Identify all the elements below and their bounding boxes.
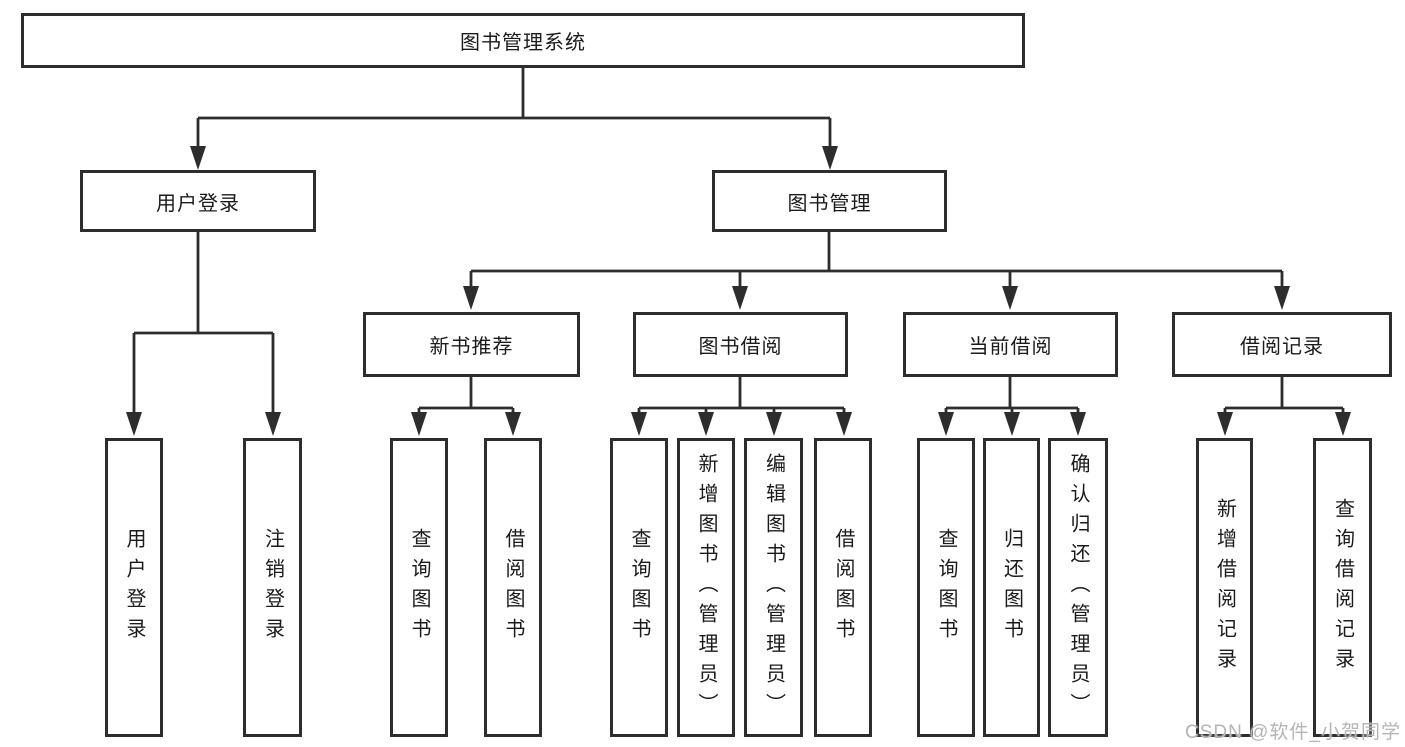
leaf-add-books-admin: 新增图书（管理员） (677, 438, 735, 737)
leaf-edit-books-admin: 编辑图书（管理员） (744, 438, 803, 737)
leaf-add-borrow-record: 新增借阅记录 (1196, 438, 1253, 737)
csdn-watermark: CSDN @软件_小贺同学 (1185, 722, 1401, 743)
leaf-query-books-current: 查询图书 (917, 438, 975, 737)
leaf-query-books-borrow: 查询图书 (610, 438, 668, 737)
node-current-borrow: 当前借阅 (903, 312, 1118, 377)
node-borrow-records: 借阅记录 (1172, 312, 1392, 377)
leaf-query-books-recommend: 查询图书 (390, 438, 448, 737)
leaf-user-login: 用户登录 (105, 438, 163, 737)
node-book-borrow: 图书借阅 (633, 312, 848, 377)
node-new-book-recommend: 新书推荐 (363, 312, 580, 377)
node-book-management: 图书管理 (712, 170, 947, 232)
leaf-confirm-return-admin: 确认归还（管理员） (1048, 438, 1108, 737)
leaf-borrow-books: 借阅图书 (814, 438, 872, 737)
leaf-return-books: 归还图书 (983, 438, 1040, 737)
leaf-query-borrow-record: 查询借阅记录 (1313, 438, 1372, 737)
node-root-library-system: 图书管理系统 (21, 13, 1025, 68)
leaf-logout: 注销登录 (243, 438, 302, 737)
leaf-borrow-books-recommend: 借阅图书 (484, 438, 542, 737)
node-user-login: 用户登录 (80, 170, 316, 232)
